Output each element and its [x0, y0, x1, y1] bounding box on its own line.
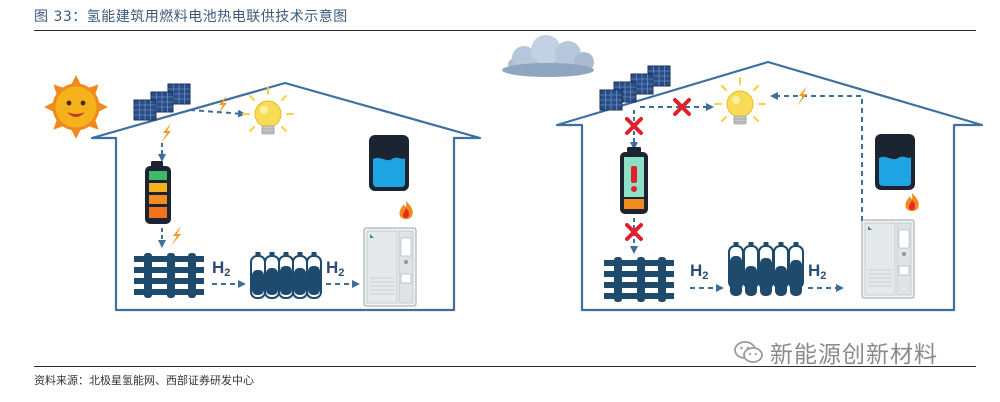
- panel-left: H2 H2: [44, 75, 482, 312]
- power-return-line: [770, 92, 870, 223]
- lightning-icon: [161, 123, 171, 143]
- h2-label: H2: [690, 261, 708, 282]
- electrolyzer-icon: [604, 257, 674, 302]
- fuel-cell-icon: [363, 227, 417, 307]
- panel-right: H2 H2: [502, 35, 984, 312]
- battery-icon: [145, 161, 171, 224]
- battery-icon: [620, 147, 648, 214]
- bulb-icon: [714, 77, 766, 125]
- title-rule: [34, 30, 976, 31]
- house-outline: [555, 60, 984, 312]
- lightning-icon: [171, 226, 181, 246]
- h2-label: H2: [212, 258, 230, 279]
- cloud-icon: [502, 35, 594, 77]
- flame-icon: [399, 201, 413, 219]
- h2-label: H2: [808, 261, 826, 282]
- fuel-cell-icon: [861, 219, 915, 299]
- hydrogen-tank-icon: [728, 241, 804, 296]
- bulb-icon: [242, 87, 294, 135]
- water-tank-icon: [369, 135, 409, 191]
- power-arrow: [189, 109, 246, 118]
- watermark: 新能源创新材料: [734, 335, 938, 369]
- flame-icon: [905, 193, 919, 211]
- bottom-rule: [34, 366, 976, 367]
- wechat-icon: [734, 341, 763, 363]
- water-tank-icon: [875, 134, 915, 190]
- house-outline: [90, 81, 482, 312]
- diagram: H2 H2: [44, 35, 984, 312]
- figure-title: 图 33：氢能建筑用燃料电池热电联供技术示意图: [34, 9, 348, 25]
- solar-panel-icon: [133, 83, 191, 121]
- h2-label: H2: [326, 258, 344, 279]
- solar-panel-icon: [599, 65, 671, 111]
- hydrogen-tank-icon: [250, 251, 322, 299]
- electrolyzer-icon: [134, 253, 204, 298]
- source-note: 资料来源：北极星氢能网、西部证券研发中心: [34, 374, 254, 387]
- watermark-text: 新能源创新材料: [770, 342, 938, 368]
- cross-icon: [625, 117, 643, 135]
- sun-icon: [44, 75, 108, 139]
